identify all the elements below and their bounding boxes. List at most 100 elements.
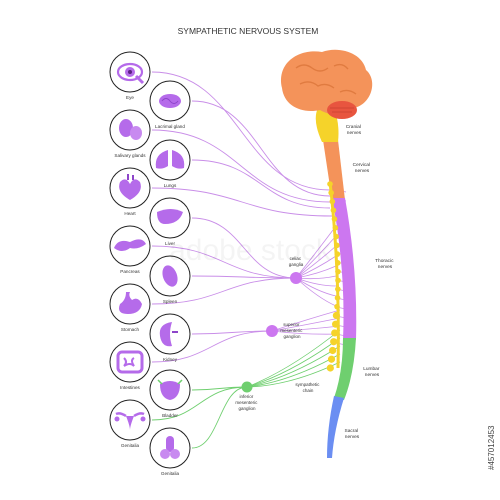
brain-icon: [281, 49, 373, 119]
lumbar-segment: [334, 338, 356, 400]
cervical-segment: [323, 140, 345, 200]
superior-mesenteric-label: superior mesenteric ganglion: [280, 322, 303, 339]
bladder-icon: [157, 379, 183, 400]
spleen-icon: [162, 265, 178, 287]
chain-bead: [334, 295, 341, 301]
cervical-nerves-label: Cervical nerves: [353, 162, 372, 174]
genitalia-m-icon: [160, 436, 180, 459]
organ-label: Genitalia: [161, 471, 180, 476]
spinal-cord: [315, 108, 357, 458]
chain-bead: [330, 207, 337, 214]
chain-bead: [328, 189, 334, 196]
organ-kidney: Kidney: [149, 313, 191, 362]
organ-spleen: Spleen: [149, 255, 191, 304]
organ-label: Heart: [124, 211, 136, 216]
organ-pancreas: Pancreas: [109, 225, 151, 274]
organ-label: Bladder: [162, 413, 178, 418]
ganglion-fiber: [295, 277, 337, 307]
chain-bead: [332, 225, 339, 231]
chain-bead: [331, 216, 338, 222]
inferior-mesenteric-label: inferior mesenteric ganglion: [235, 394, 258, 411]
organ-label: Salivary glands: [114, 153, 146, 158]
chain-bead: [327, 355, 336, 363]
organ-label: Lungs: [164, 183, 177, 188]
celiac-ganglion: [290, 272, 302, 284]
nerve-line: [151, 386, 248, 421]
organ-label: Lacrimal gland: [155, 124, 185, 129]
organ-intestines: Intestines: [109, 341, 151, 390]
nerve-line: [191, 100, 331, 197]
organ-genitalia-f: Genitalia: [109, 399, 151, 448]
lumbar-nerves-label: Lumbar nerves: [363, 366, 381, 378]
thoracic-segment: [332, 198, 357, 340]
nerve-line: [151, 187, 333, 217]
chain-bead: [329, 346, 337, 355]
ganglion-fiber: [295, 225, 337, 279]
chain-bead: [329, 198, 336, 205]
organ-lungs: Lungs: [149, 139, 191, 188]
organ-liver: Liver: [149, 197, 191, 246]
nerve-line: [191, 386, 248, 449]
nerve-line: [151, 330, 273, 363]
chain-bead: [327, 181, 333, 187]
intestines-icon: [116, 350, 144, 374]
chain-bead: [334, 251, 341, 257]
stomach-icon: [119, 292, 142, 314]
chain-bead: [326, 364, 334, 372]
chain-bead: [330, 338, 338, 346]
celiac-ganglion-label: celiac ganglia: [289, 256, 304, 267]
thoracic-nerves-label: Thoracic nerves: [375, 258, 395, 270]
organ-label: Liver: [165, 241, 175, 246]
sympathetic-chain: [326, 181, 341, 372]
chain-bead: [335, 286, 341, 292]
nerve-line: [151, 71, 331, 191]
chain-bead: [335, 268, 341, 275]
watermark-text: adobe stock: [169, 234, 332, 267]
pancreas-icon: [114, 239, 146, 251]
nerve-line: [191, 217, 297, 279]
eye-icon: [116, 62, 145, 85]
ganglion-fiber: [271, 317, 341, 332]
lungs-icon: [155, 150, 185, 169]
chain-bead: [335, 277, 341, 284]
superior-mesenteric-ganglion: [266, 325, 278, 337]
nerve-line: [191, 275, 297, 279]
chain-bead: [333, 233, 339, 240]
sacral-segment: [327, 396, 344, 458]
cranial-nerves-label: Cranial nerves: [346, 124, 363, 136]
ganglion-fiber: [246, 345, 341, 388]
organ-label: Pancreas: [120, 269, 140, 274]
organ-heart: Heart: [109, 167, 151, 216]
nerve-line: [151, 277, 297, 305]
ganglion-fiber: [246, 337, 341, 388]
organ-label: Intestines: [120, 385, 140, 390]
organ-label: Genitalia: [121, 443, 140, 448]
organ-genitalia-m: Genitalia: [149, 427, 191, 476]
organ-label: Spleen: [163, 299, 178, 304]
chain-bead: [334, 260, 341, 266]
sympathetic-chain-label: sympathetic chain: [295, 382, 320, 393]
nerve-line: [191, 159, 331, 209]
chain-bead: [331, 329, 339, 337]
nerve-connections: [151, 71, 347, 449]
nerve-line: [151, 245, 297, 279]
organ-label: Eye: [126, 95, 134, 100]
nerve-line: [151, 129, 331, 203]
chain-bead: [334, 242, 340, 249]
ganglion-fiber: [246, 329, 341, 388]
inferior-mesenteric-ganglion: [241, 381, 253, 393]
organ-label: Stomach: [121, 327, 140, 332]
ganglion-fiber: [295, 275, 337, 280]
heart-icon: [119, 174, 141, 200]
stock-id: #457012453: [487, 425, 496, 470]
genitalia-f-icon: [114, 412, 146, 430]
organ-label: Kidney: [163, 357, 178, 362]
organ-eye: Eye: [109, 51, 151, 100]
ganglion-fiber: [295, 277, 337, 297]
kidney-icon: [159, 322, 178, 347]
organ-salivary: Salivary glands: [109, 109, 151, 158]
salivary-icon: [119, 119, 142, 140]
chain-bead: [334, 303, 340, 310]
